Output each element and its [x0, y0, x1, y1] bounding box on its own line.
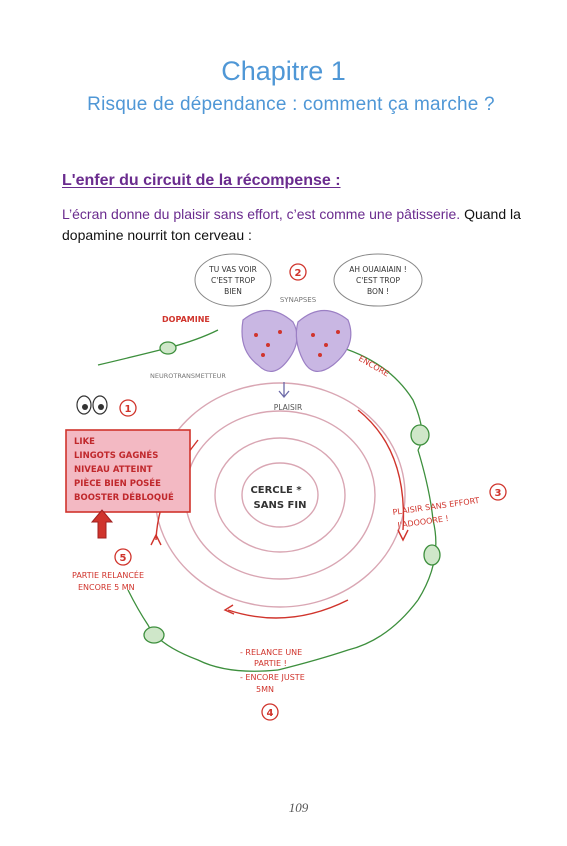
- step-number-3: 3: [495, 488, 502, 499]
- reward-line-3: NIVEAU ATTEINT: [74, 465, 153, 475]
- section-heading: L'enfer du circuit de la récompense :: [62, 172, 341, 189]
- dopamine-label: DOPAMINE: [162, 315, 210, 324]
- bubble-right-line2: C'EST TROP: [356, 276, 400, 285]
- intro-paragraph: L’écran donne du plaisir sans effort, c’…: [62, 204, 532, 246]
- up-arrow-icon: [90, 509, 114, 539]
- synapses-label: SYNAPSES: [280, 296, 317, 304]
- reward-line-1: LIKE: [74, 437, 95, 447]
- step-number-4: 4: [267, 708, 274, 719]
- bubble-left-line2: C'EST TROP: [211, 276, 255, 285]
- step-number-markers: [114, 263, 507, 721]
- plaisir-arrow-icon: [278, 382, 290, 399]
- intro-black-text: Quand la dopamine nourrit ton cerveau :: [62, 206, 521, 243]
- synapse-shape: [241, 309, 352, 372]
- page-number: 109: [288, 800, 309, 815]
- chapter-title: Chapitre 1: [221, 56, 346, 86]
- center-label-1: CERCLE *: [250, 485, 302, 496]
- step5-line1: PARTIE RELANCÉE: [72, 569, 144, 580]
- step-number-1: 1: [125, 404, 132, 415]
- bubble-right-line1: AH OUAIAIAIN !: [349, 265, 407, 274]
- step-number-2: 2: [295, 268, 302, 279]
- step4-line3: - ENCORE JUSTE: [240, 673, 305, 682]
- reward-line-5: BOOSTER DÉBLOQUÉ: [74, 491, 174, 503]
- plaisir-label: PLAISIR: [274, 403, 302, 412]
- eyes-icon: [76, 395, 108, 415]
- neuron-bodies: [143, 341, 441, 644]
- bubble-right-line3: BON !: [367, 287, 389, 296]
- step4-line4: 5MN: [256, 685, 274, 694]
- step5-line2: ENCORE 5 MN: [78, 583, 135, 592]
- neurotransmitter-label: NEUROTRANSMETTEUR: [150, 372, 226, 380]
- speech-bubble-right: [333, 253, 423, 307]
- intro-purple-text: L’écran donne du plaisir sans effort, c’…: [62, 206, 461, 222]
- encore-label: ENCORE: [357, 354, 391, 379]
- reward-line-4: PIÈCE BIEN POSÉE: [74, 477, 161, 489]
- speech-bubble-left: [194, 253, 272, 307]
- center-label-2: SANS FIN: [254, 500, 307, 511]
- chapter-subtitle: Risque de dépendance : comment ça marche…: [87, 94, 495, 115]
- step4-line2: PARTIE !: [254, 659, 287, 668]
- reward-circuit-illustration: TU VAS VOIR C'EST TROP BIEN AH OUAIAIAIN…: [65, 253, 507, 721]
- reward-box: [65, 429, 191, 513]
- step-number-5: 5: [120, 553, 127, 564]
- reward-line-2: LINGOTS GAGNÉS: [74, 449, 158, 461]
- step4-line1: - RELANCE UNE: [240, 648, 302, 657]
- bubble-left-line1: TU VAS VOIR: [208, 265, 257, 274]
- bubble-left-line3: BIEN: [224, 287, 242, 296]
